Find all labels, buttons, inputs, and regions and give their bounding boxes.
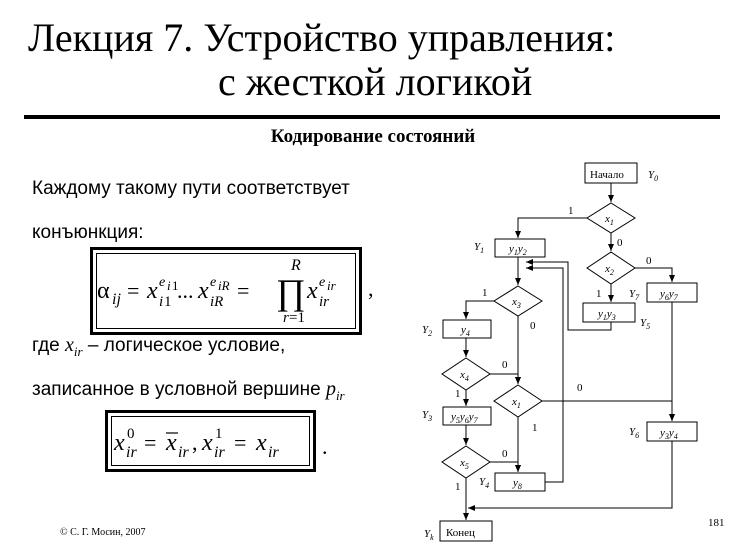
svg-text:Y4: Y4 (479, 476, 489, 490)
svg-text:iR: iR (210, 294, 223, 310)
svg-text:0: 0 (502, 359, 508, 371)
op-y1y2 (494, 238, 546, 258)
svg-text:Y3: Y3 (422, 409, 432, 423)
formula-comma: , (368, 276, 374, 301)
svg-text:α: α (97, 278, 110, 304)
svg-text:x3: x3 (511, 296, 521, 310)
svg-text:1: 1 (215, 426, 223, 442)
svg-text:ir: ir (268, 444, 279, 461)
svg-text:1: 1 (482, 287, 488, 299)
text-where: где xir – логическое условие, (32, 334, 286, 359)
svg-text:y4: y4 (460, 324, 470, 338)
svg-text:x: x (255, 430, 267, 456)
svg-text:r: r (283, 310, 289, 326)
svg-text:x5: x5 (459, 457, 469, 471)
svg-text:0: 0 (502, 448, 508, 460)
svg-text:x1: x1 (604, 213, 614, 227)
svg-text:Y0: Y0 (648, 169, 658, 183)
svg-text:Y1: Y1 (474, 241, 484, 255)
where-suffix: – логическое условие, (82, 335, 286, 356)
svg-text:x: x (197, 278, 209, 304)
svg-text:Y5: Y5 (640, 317, 650, 331)
start-label: Начало (590, 169, 624, 181)
svg-text:1: 1 (172, 278, 179, 293)
copyright: © С. Г. Мосин, 2007 (60, 527, 146, 538)
section-subtitle: Кодирование состояний (270, 126, 476, 147)
svg-text:y3y4: y3y4 (659, 427, 678, 441)
svg-text:x: x (201, 430, 213, 456)
svg-text:x: x (306, 278, 318, 304)
svg-text:1: 1 (455, 481, 461, 493)
svg-text:Y7: Y7 (629, 288, 640, 302)
svg-text:1: 1 (568, 205, 574, 217)
svg-text:x1: x1 (511, 396, 521, 410)
formula-condition-box (105, 410, 316, 472)
svg-text:1: 1 (164, 294, 172, 310)
svg-text:=1: =1 (289, 310, 305, 326)
svg-text:y5y6y7: y5y6y7 (450, 411, 479, 425)
svg-text:ir: ir (327, 278, 337, 293)
written-text: записанное в условной вершине (32, 379, 326, 400)
formula-conjunction: α ij = x e i 1 i 1 ... x e iR iR = R ∏ r… (97, 257, 347, 326)
svg-text:Yk: Yk (424, 528, 434, 542)
text-line-2: конъюнкция: (32, 222, 144, 243)
title-rule (24, 115, 720, 119)
svg-text:=: = (237, 278, 249, 303)
end-block (439, 520, 493, 542)
svg-text:y1y2: y1y2 (508, 243, 527, 257)
svg-text:∏: ∏ (276, 272, 306, 312)
svg-text:1: 1 (455, 388, 461, 400)
where-prefix: где (32, 335, 66, 356)
svg-text:y6y7: y6y7 (659, 288, 679, 302)
formula-condition: x 0 ir = x ir , x 1 ir = x ir (112, 414, 308, 464)
svg-text:i: i (167, 278, 171, 293)
svg-text:x: x (146, 278, 158, 304)
svg-text:e: e (210, 275, 216, 290)
svg-text:x: x (165, 430, 177, 456)
svg-text:0: 0 (617, 237, 623, 249)
svg-text:iR: iR (218, 278, 230, 293)
svg-text:1: 1 (532, 422, 538, 434)
svg-text:ir: ir (214, 444, 225, 461)
svg-text:y8: y8 (512, 477, 522, 491)
svg-text:ij: ij (112, 291, 121, 308)
svg-text:=: = (127, 278, 139, 303)
svg-text:0: 0 (577, 382, 583, 394)
text-written: записанное в условной вершине pir (32, 378, 345, 403)
svg-text:ir: ir (319, 294, 329, 310)
svg-text:Y6: Y6 (629, 426, 639, 440)
svg-text:=: = (144, 430, 156, 455)
svg-text:Y2: Y2 (422, 324, 432, 338)
op-y4 (442, 319, 492, 339)
svg-text:e: e (319, 275, 325, 290)
title-line-1: Лекция 7. Устройство управления: (28, 15, 616, 60)
svg-text:0: 0 (530, 320, 536, 332)
svg-text:,: , (192, 430, 198, 455)
svg-text:x: x (113, 430, 125, 456)
svg-text:x4: x4 (459, 369, 469, 383)
formula-conjunction-box (90, 247, 362, 335)
text-line-1: Каждому такому пути соответствует (32, 178, 350, 199)
svg-text:x2: x2 (604, 263, 614, 277)
page-number: 181 (708, 517, 725, 529)
svg-text:y1y3: y1y3 (597, 308, 616, 322)
svg-text:...: ... (177, 278, 194, 303)
formula-period: . (322, 434, 328, 459)
title-line-2: с жесткой логикой (218, 59, 533, 104)
svg-text:0: 0 (646, 255, 652, 267)
svg-text:ir: ir (178, 444, 189, 461)
svg-text:1: 1 (596, 288, 602, 300)
op-y5y6y7 (442, 406, 492, 426)
svg-text:ir: ir (126, 444, 137, 461)
svg-text:i: i (159, 294, 163, 310)
end-label: Конец (446, 527, 475, 539)
svg-text:R: R (290, 257, 301, 274)
svg-text:=: = (234, 430, 246, 455)
op-y1y3 (582, 302, 636, 323)
flowchart: Начало Конец y1y2 y6y7 y1y3 y4 y5y6y7 y3… (422, 162, 698, 542)
svg-text:0: 0 (127, 426, 135, 442)
svg-text:e: e (159, 275, 165, 290)
